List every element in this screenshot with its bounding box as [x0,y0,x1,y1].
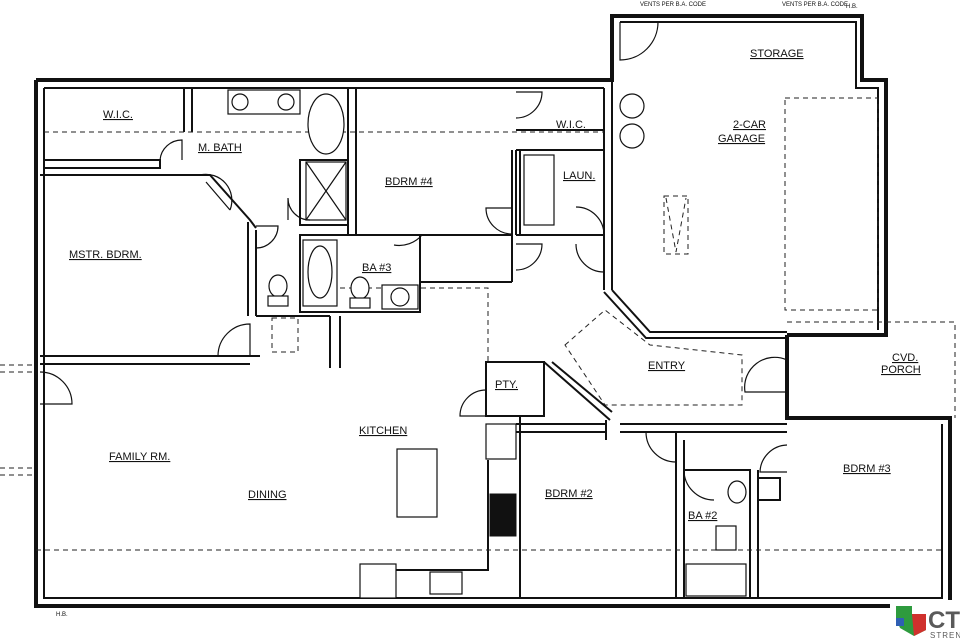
label-dining: DINING [248,489,287,501]
label-garage-line1: 2-CAR [733,119,766,131]
label-bedroom2: BDRM #2 [545,488,593,500]
label-bath2: BA #2 [688,510,717,522]
ctxmls-logo: CT STREN [890,600,960,640]
label-wic-right: W.I.C. [556,119,586,131]
label-porch-line2: PORCH [881,364,921,376]
label-family-room: FAMILY RM. [109,451,170,463]
interior-walls [36,80,942,599]
exterior-walls [0,14,956,608]
fixtures [227,89,879,551]
doors [39,21,788,501]
label-bedroom4: BDRM #4 [385,176,433,188]
label-wic-left: W.I.C. [103,109,133,121]
note-vent-right: VENTS PER B.A. CODE [782,2,848,8]
label-master-bath: M. BATH [198,142,242,154]
note-hb-bottom: H.B. [56,612,68,618]
label-garage-line2: GARAGE [718,133,765,145]
label-master-bedroom: MSTR. BDRM. [69,249,142,261]
note-hb-top: H.B. [846,4,858,10]
logo-sub: STREN [930,631,960,640]
label-entry: ENTRY [648,360,686,372]
label-kitchen: KITCHEN [359,425,407,437]
note-vent-left: VENTS PER B.A. CODE [640,2,706,8]
label-pantry: PTY. [495,379,518,391]
label-storage: STORAGE [750,48,804,60]
notes: VENTS PER B.A. CODE VENTS PER B.A. CODE … [56,2,858,618]
logo-text: CT [928,607,960,634]
label-bedroom3: BDRM #3 [843,463,891,475]
label-porch-line1: CVD. [892,352,918,364]
room-labels: STORAGE 2-CAR GARAGE W.I.C. W.I.C. M. BA… [69,48,921,522]
label-laundry: LAUN. [563,170,595,182]
label-bath3: BA #3 [362,262,391,274]
